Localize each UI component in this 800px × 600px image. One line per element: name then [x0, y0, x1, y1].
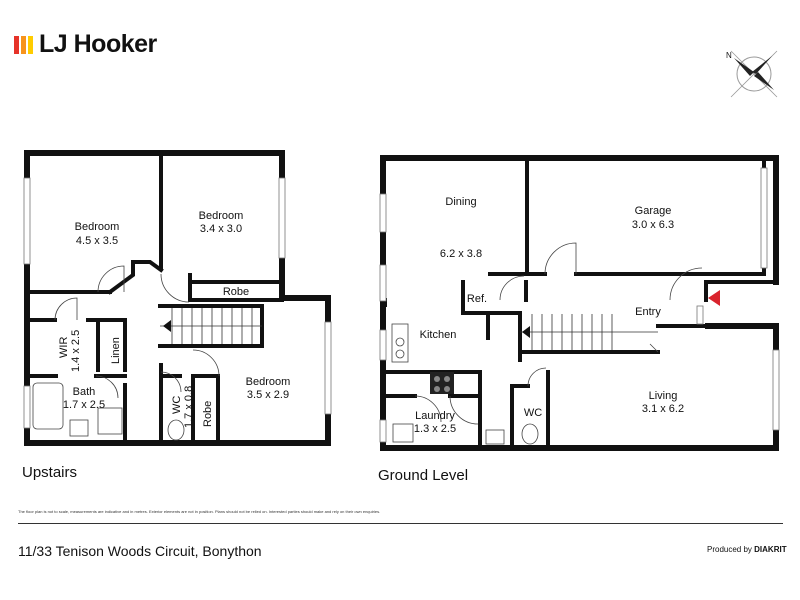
room-size: 1.7 x 0.8: [183, 386, 195, 428]
cooktop-icon: [430, 372, 454, 394]
room-name: Laundry: [415, 410, 455, 422]
room-name: Entry: [635, 306, 661, 318]
room-size: 3.4 x 3.0: [200, 223, 242, 235]
compass-icon: N: [726, 50, 778, 98]
toilet-icon: [521, 423, 539, 445]
credit-brand: DIAKRIT: [754, 545, 787, 554]
disclaimer-text: The floor plan is not to scale, measurem…: [18, 509, 381, 514]
room-size: 1.7 x 2.5: [63, 399, 105, 411]
upstairs-plan: [23, 150, 332, 446]
room-name: Ref.: [467, 293, 487, 305]
laundry-tub-icon: [392, 423, 414, 443]
room-name: Robe: [202, 401, 214, 427]
brand-name: LJ Hooker: [39, 30, 157, 58]
ground-level-plan: [379, 155, 780, 451]
room-size: 3.0 x 6.3: [632, 219, 674, 231]
room-name: WC: [524, 407, 542, 419]
logo-bars-icon: [14, 35, 33, 54]
footer-divider: [18, 523, 783, 524]
toilet-icon: [167, 419, 185, 441]
room-name: WC: [171, 396, 183, 414]
room-size: 3.5 x 2.9: [247, 389, 289, 401]
room-size: 3.1 x 6.2: [642, 403, 684, 415]
room-size: 1.4 x 2.5: [70, 330, 82, 372]
producer-credit: Produced by DIAKRIT: [707, 545, 787, 554]
room-size: 4.5 x 3.5: [76, 235, 118, 247]
room-size: 1.3 x 2.5: [414, 423, 456, 435]
ground-staircase: [520, 314, 658, 350]
basin-icon: [69, 419, 89, 437]
property-address: 11/33 Tenison Woods Circuit, Bonython: [18, 543, 262, 559]
bathtub-icon: [32, 382, 64, 430]
level-label-upstairs: Upstairs: [22, 464, 78, 481]
brand-logo: LJ Hooker: [14, 30, 157, 59]
room-name: Bedroom: [246, 376, 291, 388]
room-name: WIR: [58, 337, 70, 358]
credit-prefix: Produced by: [707, 545, 752, 554]
room-name: Robe: [223, 286, 249, 298]
entry-marker-icon: [708, 290, 720, 306]
room-name: Garage: [635, 205, 672, 217]
room-name: Living: [649, 390, 678, 402]
level-label-ground: Ground Level: [378, 467, 469, 484]
basin-icon: [485, 429, 505, 445]
compass-north-label: N: [726, 51, 732, 60]
room-name: Linen: [110, 337, 122, 364]
room-name: Bedroom: [75, 221, 120, 233]
room-name: Bedroom: [199, 210, 244, 222]
shower-icon: [97, 407, 123, 435]
room-name: Kitchen: [420, 329, 457, 341]
room-name: Dining: [445, 196, 476, 208]
upstairs-staircase: [160, 308, 262, 344]
room-size: 6.2 x 3.8: [440, 248, 482, 260]
room-name: Bath: [73, 386, 96, 398]
